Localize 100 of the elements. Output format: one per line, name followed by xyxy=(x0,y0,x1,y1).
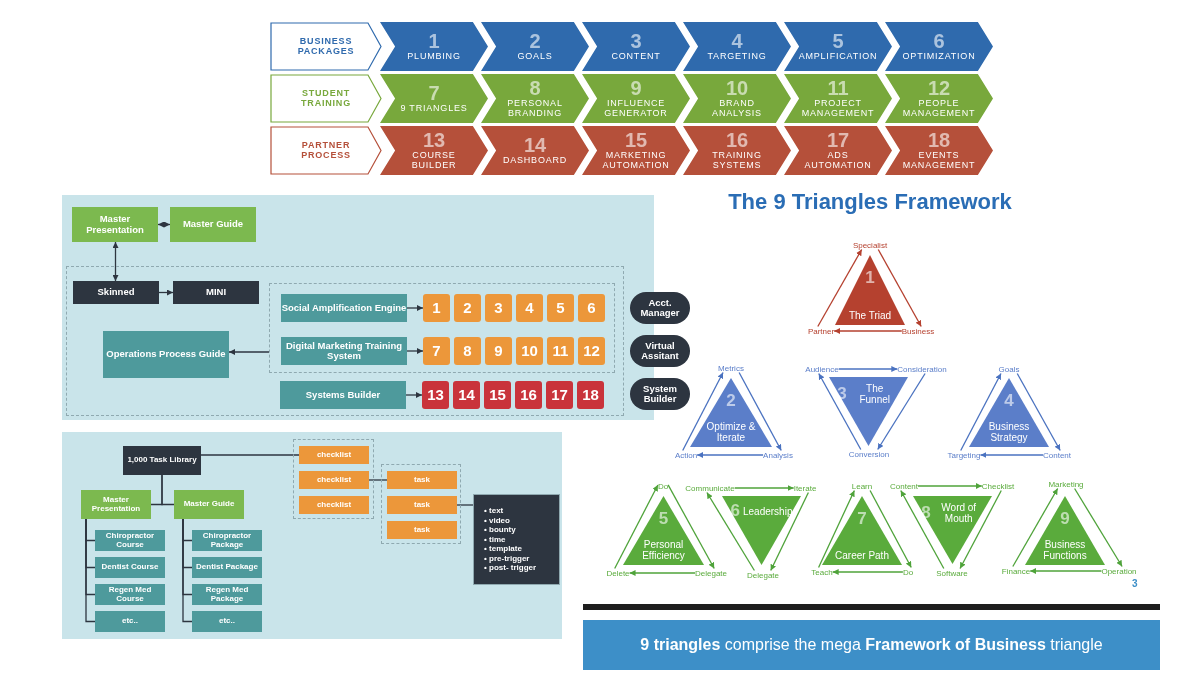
item-box: checklist xyxy=(299,446,369,464)
step-label: PLUMBING xyxy=(407,52,461,62)
step-number: 8 xyxy=(529,78,541,99)
role-pill: Acct. Manager xyxy=(630,292,690,324)
item-box: task xyxy=(387,496,457,514)
step-label: COURSE BUILDER xyxy=(410,151,458,171)
step-number: 3 xyxy=(630,31,642,52)
connector-line xyxy=(85,518,96,623)
process-box: Operations Process Guide xyxy=(103,331,229,378)
arrow xyxy=(817,489,856,569)
vertex-label: Iterate xyxy=(793,483,817,493)
chevron-step xyxy=(683,74,791,123)
connector-line xyxy=(161,474,175,506)
list-item: • text xyxy=(484,505,505,516)
arrow xyxy=(406,348,424,354)
step-label: EVENTS MANAGEMENT xyxy=(901,151,977,171)
arrow xyxy=(734,485,795,491)
row-header-label: BUSINESS PACKAGES xyxy=(296,36,356,57)
dashed-group-frame xyxy=(269,283,615,373)
chevron-step xyxy=(380,22,488,71)
step-label: BRAND ANALYSIS xyxy=(711,99,763,119)
framework-triangle xyxy=(829,377,908,446)
chevron-step xyxy=(683,126,791,175)
vertex-label: Checklist xyxy=(981,481,1015,491)
arrow xyxy=(738,371,782,452)
step-number: 9 xyxy=(630,78,642,99)
process-box: Systems Builder xyxy=(280,381,406,409)
step-label: AMPLIFICATION xyxy=(798,52,878,62)
arrow xyxy=(706,491,756,572)
arrow xyxy=(405,392,423,398)
arrow xyxy=(228,349,270,355)
arrow xyxy=(614,484,659,570)
connector-line xyxy=(456,504,474,506)
step-number: 12 xyxy=(927,78,951,99)
number-tile: 14 xyxy=(453,381,480,409)
number-tile: 16 xyxy=(515,381,542,409)
step-number: 11 xyxy=(827,78,849,99)
arrow xyxy=(1012,487,1059,568)
number-tile: 18 xyxy=(577,381,604,409)
arrow xyxy=(682,371,724,452)
list-item: • pre-trigger xyxy=(484,553,531,564)
framework-triangle xyxy=(969,378,1049,447)
step-label: DASHBOARD xyxy=(502,156,568,166)
item-box: checklist xyxy=(299,471,369,489)
arrow xyxy=(960,372,1002,452)
step-number: 6 xyxy=(933,31,945,52)
attribute-list-box xyxy=(473,494,560,585)
arrow xyxy=(628,570,696,576)
step-number: 13 xyxy=(422,130,446,151)
chevron-step xyxy=(784,74,892,123)
dashed-group-frame xyxy=(293,439,374,519)
triangle-label: Business Functions xyxy=(1042,539,1088,561)
vertex-label: Content xyxy=(1043,450,1071,460)
vertex-label: Do xyxy=(657,481,669,491)
framework-title: The 9 Triangles Framework xyxy=(727,189,1013,216)
list-item: • bounty xyxy=(484,525,517,535)
process-box: Regen Med Package xyxy=(192,584,262,605)
arrow xyxy=(1016,372,1061,452)
process-box: Master Guide xyxy=(174,490,244,519)
item-box: task xyxy=(387,471,457,489)
chevron-step xyxy=(885,74,993,123)
triangle-label: Optimize & Iterate xyxy=(705,421,757,443)
process-box: etc.. xyxy=(95,611,165,632)
step-label: PEOPLE MANAGEMENT xyxy=(901,99,977,119)
triangle-label: Word of Mouth xyxy=(940,502,978,524)
row-header-tab xyxy=(270,74,382,123)
number-tile: 13 xyxy=(422,381,449,409)
number-tile: 4 xyxy=(516,294,543,322)
arrow xyxy=(833,328,903,334)
process-box: Skinned xyxy=(73,281,159,304)
triangle-label: Career Path xyxy=(835,550,889,561)
page-number: 3 xyxy=(1132,578,1138,589)
step-number: 14 xyxy=(523,135,547,156)
row-header-label: PARTNER PROCESS xyxy=(300,140,352,161)
triangle-number: 4 xyxy=(1004,392,1014,409)
number-tile: 12 xyxy=(578,337,605,365)
number-tile: 5 xyxy=(547,294,574,322)
vertex-label: Do xyxy=(902,567,914,577)
process-box: MINI xyxy=(173,281,259,304)
process-box: Master Presentation xyxy=(72,207,158,242)
vertex-label: Metrics xyxy=(718,363,744,373)
number-tile: 2 xyxy=(454,294,481,322)
role-pill: System Builder xyxy=(630,378,690,410)
dashed-group-frame xyxy=(66,266,624,416)
step-label: PERSONAL BRANDING xyxy=(506,99,564,119)
vertex-label: Analysis xyxy=(763,450,793,460)
step-number: 16 xyxy=(725,130,749,151)
chevron-step xyxy=(885,22,993,71)
number-tile: 10 xyxy=(516,337,543,365)
vertex-label: Software xyxy=(936,568,968,578)
chevron-step xyxy=(885,126,993,175)
chevron-step xyxy=(582,74,690,123)
arrow xyxy=(979,452,1044,458)
triangle-number: 6 xyxy=(730,502,740,519)
connector-line xyxy=(182,518,193,623)
chevron-step xyxy=(380,126,488,175)
triangle-number: 1 xyxy=(865,269,875,286)
vertex-label: Marketing xyxy=(1048,479,1084,489)
triangle-label: Leadership xyxy=(743,505,793,517)
chevron-step xyxy=(481,22,589,71)
